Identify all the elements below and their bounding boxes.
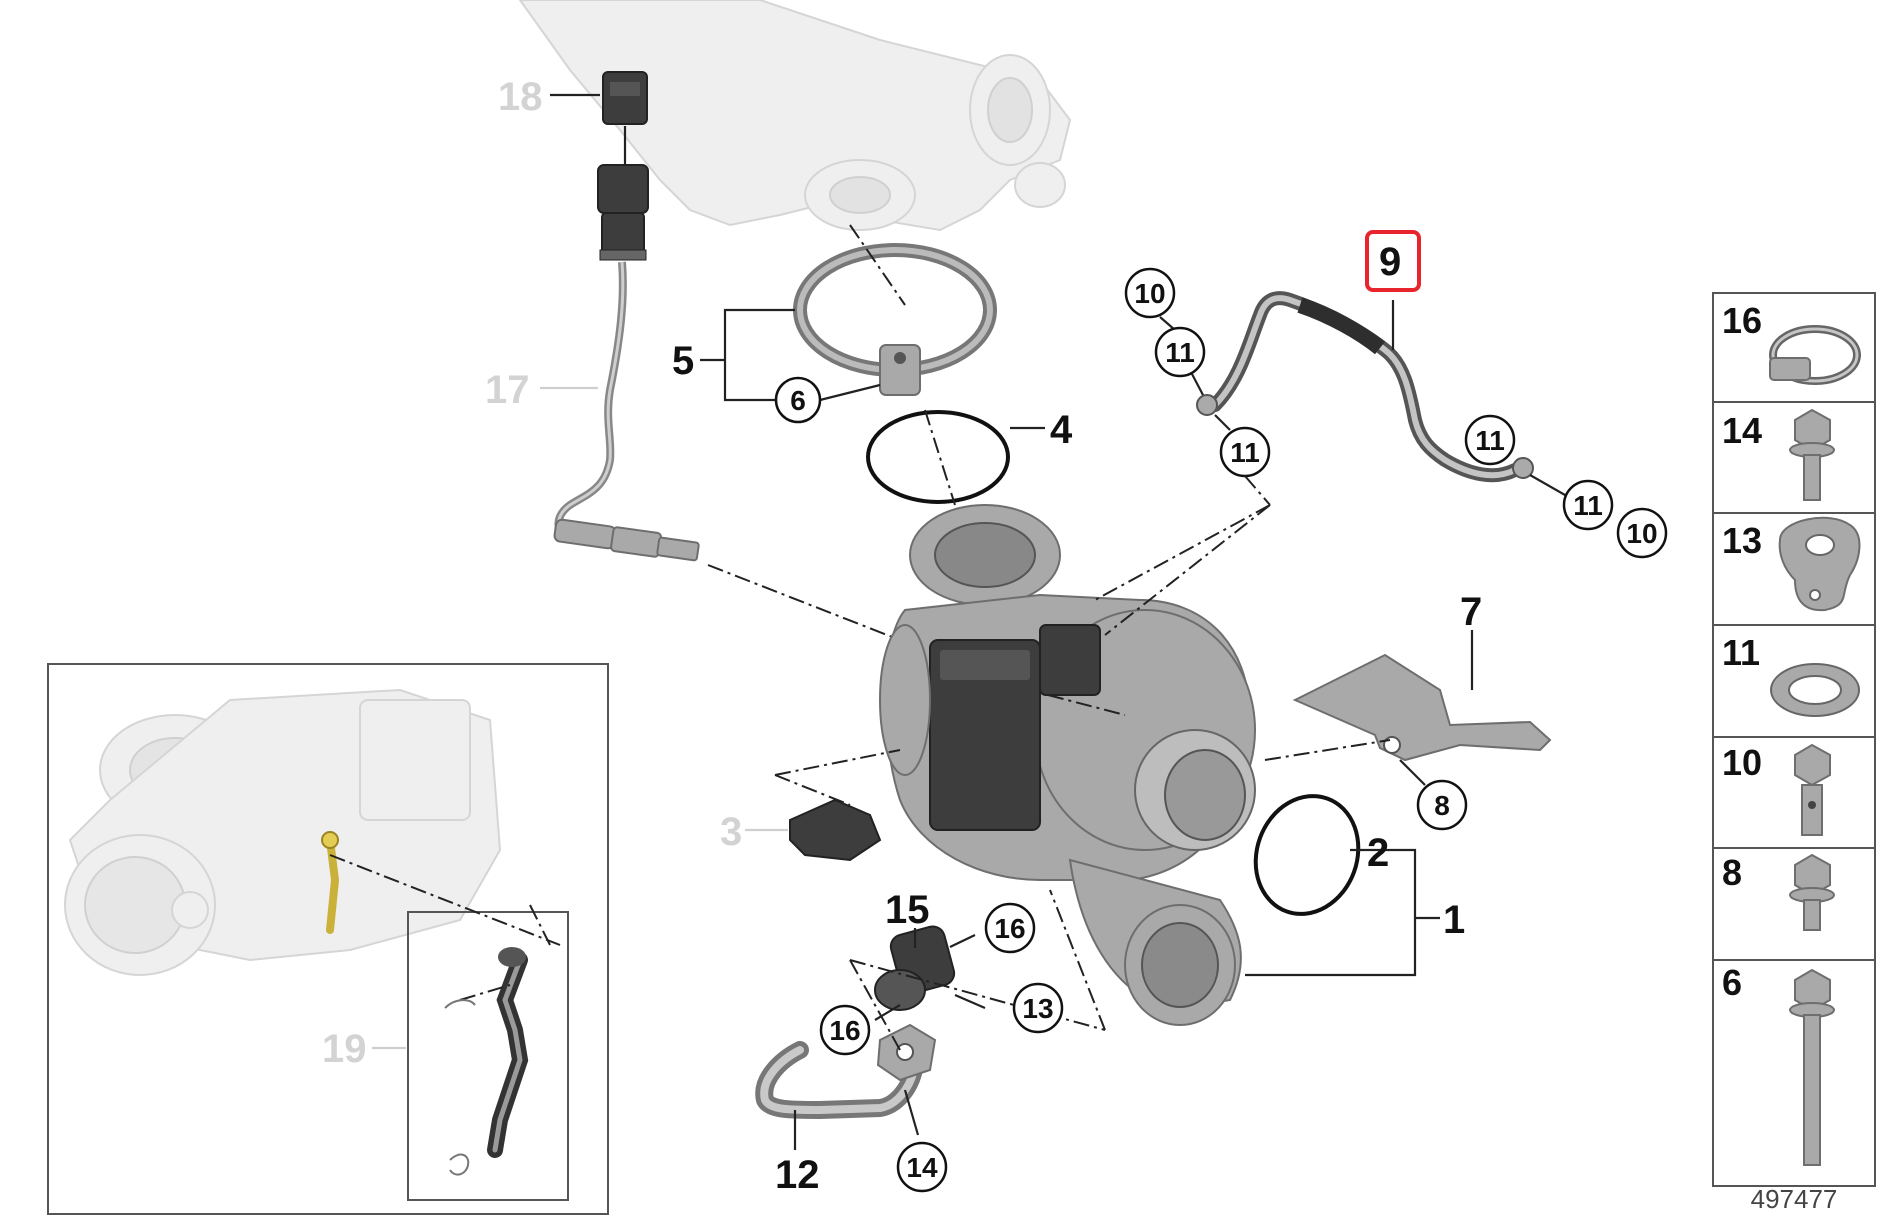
callout-11-far-right[interactable]: 11	[1562, 479, 1614, 531]
heat-shield-7[interactable]	[1292, 653, 1552, 762]
svg-text:11: 11	[1722, 632, 1760, 673]
inset-oil-line-yellow	[326, 836, 340, 934]
legend-item-8[interactable]: 8	[1722, 852, 1835, 931]
callout-16-bottom[interactable]: 16	[819, 1004, 871, 1056]
callout-13[interactable]: 13	[1012, 982, 1064, 1034]
svg-text:8: 8	[1434, 790, 1450, 821]
legend-item-13[interactable]: 13	[1722, 516, 1861, 612]
svg-text:14: 14	[1722, 410, 1762, 451]
gasket-3[interactable]	[789, 798, 882, 862]
legend-item-14[interactable]: 14	[1722, 408, 1835, 501]
lambda-sensor-body[interactable]	[553, 518, 700, 562]
callout-14[interactable]: 14	[896, 1141, 948, 1193]
oil-feed-pipe-9[interactable]	[1196, 291, 1534, 483]
seal-ring-2[interactable]	[1239, 782, 1374, 929]
svg-text:10: 10	[1626, 518, 1657, 549]
svg-text:16: 16	[829, 1015, 860, 1046]
inset-turbo-ghost	[64, 688, 502, 976]
label-18[interactable]: 18	[498, 75, 543, 119]
callout-11-mid-left[interactable]: 11	[1219, 426, 1271, 478]
svg-text:11: 11	[1475, 425, 1505, 456]
inset-pipe-19[interactable]	[487, 947, 529, 1158]
label-5[interactable]: 5	[672, 339, 694, 383]
drawing-number: 497477	[1751, 1184, 1838, 1214]
label-4[interactable]: 4	[1050, 408, 1073, 452]
lambda-sensor-plug[interactable]	[597, 164, 649, 261]
long-hex-bolt-icon	[1789, 968, 1835, 1166]
legend-item-6[interactable]: 6	[1722, 962, 1835, 1166]
svg-text:13: 13	[1722, 520, 1762, 561]
label-12[interactable]: 12	[775, 1153, 820, 1197]
selected-part-highlight	[1365, 230, 1421, 292]
svg-text:14: 14	[906, 1152, 938, 1183]
short-hex-bolt-icon	[1789, 853, 1835, 931]
svg-text:10: 10	[1134, 278, 1165, 309]
label-17[interactable]: 17	[485, 368, 530, 412]
legend-item-11[interactable]: 11	[1722, 632, 1860, 717]
gasket-icon	[1778, 516, 1861, 612]
callout-11-right[interactable]: 11	[1464, 414, 1516, 466]
small-parts-legend: 16 14 13 11	[1712, 292, 1876, 1187]
sensor-wire-17	[554, 261, 627, 532]
label-2[interactable]: 2	[1367, 831, 1389, 875]
callout-6[interactable]: 6	[774, 376, 822, 424]
gasket-ring-4[interactable]	[866, 410, 1010, 504]
hex-bolt-icon	[1789, 408, 1835, 501]
label-3[interactable]: 3	[720, 810, 742, 854]
svg-text:13: 13	[1022, 993, 1053, 1024]
svg-text:16: 16	[1722, 300, 1762, 341]
callout-16-top[interactable]: 16	[984, 902, 1036, 954]
svg-text:8: 8	[1722, 852, 1742, 893]
svg-text:10: 10	[1722, 742, 1762, 783]
exhaust-manifold-ghost	[518, 0, 1072, 232]
connector-18[interactable]	[602, 71, 648, 125]
legend-item-10[interactable]: 10	[1722, 742, 1831, 836]
label-19[interactable]: 19	[322, 1027, 367, 1071]
callout-11-top-left[interactable]: 11	[1154, 326, 1206, 378]
hose-clamp-icon	[1769, 325, 1861, 385]
label-1[interactable]: 1	[1443, 898, 1465, 942]
callout-10-top-left[interactable]: 10	[1124, 267, 1176, 319]
callout-10-far-right[interactable]: 10	[1616, 507, 1668, 559]
v-band-clamp-5[interactable]	[793, 243, 997, 396]
svg-text:11: 11	[1230, 437, 1260, 468]
svg-text:11: 11	[1573, 490, 1603, 521]
callout-8[interactable]: 8	[1416, 779, 1468, 831]
sealing-ring-icon	[1770, 663, 1860, 717]
label-7[interactable]: 7	[1460, 590, 1482, 634]
legend-item-16[interactable]: 16	[1722, 300, 1861, 385]
banjo-bolt-icon	[1794, 743, 1831, 836]
label-9[interactable]: 9	[1379, 240, 1401, 284]
svg-text:6: 6	[790, 385, 806, 416]
svg-text:16: 16	[994, 913, 1025, 944]
label-15[interactable]: 15	[885, 888, 930, 932]
inset-view	[47, 663, 609, 1215]
turbocharger-1[interactable]	[879, 504, 1256, 1026]
svg-text:11: 11	[1165, 337, 1195, 368]
svg-text:6: 6	[1722, 962, 1742, 1003]
